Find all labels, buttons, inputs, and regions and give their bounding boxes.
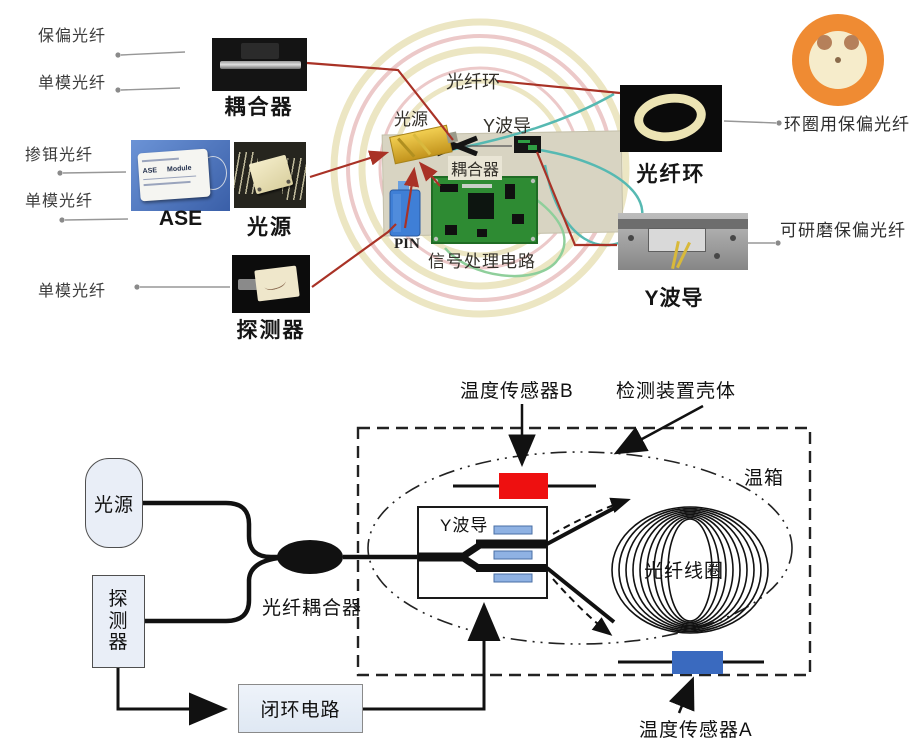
fiber-coupler-shape bbox=[277, 540, 343, 574]
caption-fiber-ring: 光纤环 bbox=[636, 163, 706, 186]
annotation-arrows bbox=[508, 404, 704, 714]
core-label-y-waveguide: Y波导 bbox=[483, 116, 532, 136]
fiber-coil-shape bbox=[611, 506, 769, 634]
label-ring-pm-fiber: 环圈用保偏光纤 bbox=[784, 115, 910, 134]
fiber-coupler-label: 光纤耦合器 bbox=[262, 598, 363, 619]
light-source-label: 光源 bbox=[93, 494, 134, 516]
y-waveguide-chip-shape bbox=[514, 136, 541, 153]
detector-photo bbox=[232, 255, 310, 313]
label-sm-fiber-1: 单模光纤 bbox=[38, 75, 107, 92]
caption-y-waveguide: Y波导 bbox=[644, 287, 704, 310]
core-label-signal-circuit: 信号处理电路 bbox=[428, 252, 536, 271]
label-polishable-pm-fiber: 可研磨保偏光纤 bbox=[780, 221, 906, 240]
y-waveguide-label: Y波导 bbox=[440, 516, 489, 535]
caption-ase: ASE bbox=[158, 207, 203, 230]
label-sm-fiber-3: 单模光纤 bbox=[38, 283, 107, 300]
core-label-fiber-ring: 光纤环 bbox=[446, 72, 500, 92]
ywg-electrodes bbox=[493, 525, 533, 583]
fiber-core bbox=[835, 57, 841, 63]
fiber-ring-photo bbox=[620, 85, 722, 152]
stress-rod-right bbox=[844, 35, 859, 50]
ase-module: ASE Module bbox=[137, 148, 211, 202]
light-source-box: 光源 bbox=[85, 458, 143, 548]
leader-lines bbox=[57, 51, 782, 290]
housing-label: 检测装置壳体 bbox=[616, 381, 737, 402]
y-waveguide-photo bbox=[618, 213, 748, 270]
red-connectors bbox=[306, 61, 621, 288]
temp-sensor-a-label: 温度传感器A bbox=[639, 720, 753, 741]
coupler-photo bbox=[212, 38, 307, 91]
pm-fiber-cross-section bbox=[792, 14, 884, 106]
core-label-coupler: 耦合器 bbox=[448, 156, 503, 180]
temp-sensor-b-label: 温度传感器B bbox=[460, 381, 574, 402]
fiber-ring-coil bbox=[631, 89, 709, 146]
closed-loop-circuit-box: 闭环电路 bbox=[238, 684, 363, 733]
ase-module-type: Module bbox=[166, 164, 192, 173]
signal-pcb-shape bbox=[431, 176, 538, 244]
pin-detector-shape bbox=[389, 181, 421, 237]
detector-body bbox=[254, 265, 300, 302]
temp-chamber-label: 温箱 bbox=[744, 468, 785, 489]
housing-ellipse bbox=[367, 451, 793, 645]
label-pm-fiber: 保偏光纤 bbox=[38, 28, 107, 45]
temp-chamber-boundary bbox=[356, 426, 812, 677]
source-module-shape bbox=[389, 124, 459, 165]
ywg-top-strip bbox=[618, 219, 748, 229]
label-er-fiber: 掺铒光纤 bbox=[25, 147, 94, 164]
detector-box: 探测器 bbox=[92, 575, 145, 668]
detector-nozzle bbox=[238, 279, 258, 290]
label-sm-fiber-2: 单模光纤 bbox=[25, 193, 94, 210]
core-label-pin: PIN bbox=[394, 236, 420, 252]
ase-photo: ASE Module bbox=[131, 140, 230, 211]
fiber-coil-label: 光纤线圈 bbox=[644, 561, 725, 582]
light-direction-arrows bbox=[552, 497, 631, 636]
coupler-body bbox=[219, 61, 302, 70]
temp-sensor-a-shape bbox=[618, 651, 764, 674]
caption-detector: 探测器 bbox=[236, 319, 306, 342]
caption-light-source: 光源 bbox=[247, 216, 293, 239]
coupler-clamp bbox=[240, 43, 279, 60]
detector-label: 探测器 bbox=[108, 588, 129, 654]
closed-loop-circuit-label: 闭环电路 bbox=[260, 700, 341, 721]
light-source-photo bbox=[234, 142, 306, 208]
core-label-light-source: 光源 bbox=[394, 110, 428, 129]
lead-fibers bbox=[143, 500, 280, 624]
temp-sensor-b-shape bbox=[453, 473, 596, 499]
feedback-path bbox=[116, 602, 501, 726]
caption-coupler: 耦合器 bbox=[224, 96, 294, 119]
y-branch bbox=[418, 504, 619, 624]
ase-module-name: ASE bbox=[142, 166, 158, 175]
stress-rod-left bbox=[817, 35, 832, 50]
